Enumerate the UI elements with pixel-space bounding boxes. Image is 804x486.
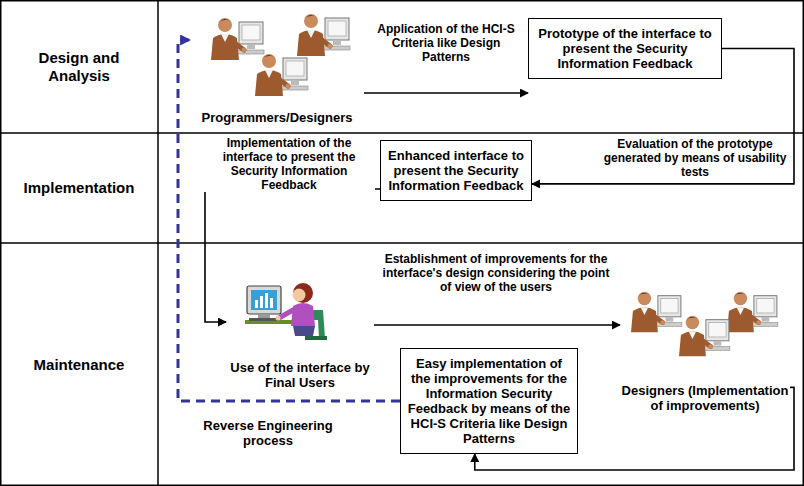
node-text: Programmers/Designers (201, 110, 352, 125)
phase-cell: Design and Analysis (0, 0, 158, 133)
edge-label: Reverse Engineering process (182, 418, 354, 448)
node-text: Use of the interface by Final Users (226, 360, 374, 390)
people-icon-group: Designers (Implementation of improvement… (620, 285, 790, 413)
dashed-arrow (178, 40, 400, 401)
node-text: Design and Analysis (6, 49, 152, 85)
process-box: Easy implementation of the improvements … (400, 348, 578, 454)
edge-label: Establishment of improvements for the in… (378, 252, 614, 294)
edge-label: Application of the HCI-S Criteria like D… (368, 22, 524, 64)
designer-icons (631, 292, 778, 356)
node-text: Enhanced interface to present the Securi… (387, 148, 525, 193)
node-text: Designers (Implementation of improvement… (620, 383, 790, 413)
final-user-icon (245, 283, 327, 340)
flow-arrow (205, 189, 380, 322)
people-icon-group: Programmers/Designers (190, 10, 364, 125)
flow-arrow (364, 92, 528, 94)
phase-cell: Implementation (0, 133, 158, 243)
node-text: Implementation (24, 179, 135, 197)
node-text: Prototype of the interface to present th… (535, 26, 715, 71)
user-icon-group: Use of the interface by Final Users (226, 275, 374, 390)
node-text: Easy implementation of the improvements … (407, 356, 571, 446)
edge-label: Implementation of the interface to prese… (203, 136, 375, 192)
programmer-icons (211, 14, 350, 96)
node-text: Maintenance (34, 356, 125, 374)
process-box: Enhanced interface to present the Securi… (380, 140, 532, 201)
flow-arrow (374, 324, 620, 326)
process-box: Prototype of the interface to present th… (528, 18, 722, 79)
edge-label: Evaluation of the prototype generated by… (600, 137, 790, 179)
phase-cell: Maintenance (0, 243, 158, 486)
